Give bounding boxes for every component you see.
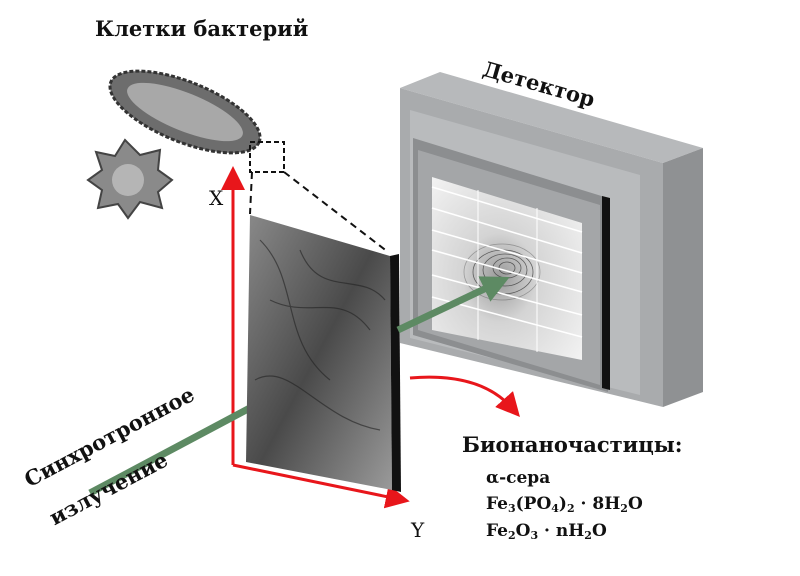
formula-iron-phosphate: Fe3(PO4)2 · 8H2O xyxy=(486,494,643,515)
diffracted-beam xyxy=(396,276,510,334)
y-axis-label: Y xyxy=(411,518,425,542)
detector-screen xyxy=(432,177,582,360)
process-arrow xyxy=(409,375,520,417)
bacteria-cells xyxy=(86,69,262,220)
zoom-region xyxy=(249,141,285,173)
y-axis xyxy=(232,463,410,509)
nanoparticles-title: Бионаночастицы: xyxy=(462,432,683,457)
detector xyxy=(400,72,703,407)
sample-plate xyxy=(246,215,401,492)
bacteria-label: Клетки бактерий xyxy=(95,16,309,41)
formula-iron-oxide: Fe2O3 · nH2O xyxy=(486,521,607,542)
formula-alpha-sulfur: α-сера xyxy=(486,468,551,488)
x-axis-label: X xyxy=(209,186,224,210)
